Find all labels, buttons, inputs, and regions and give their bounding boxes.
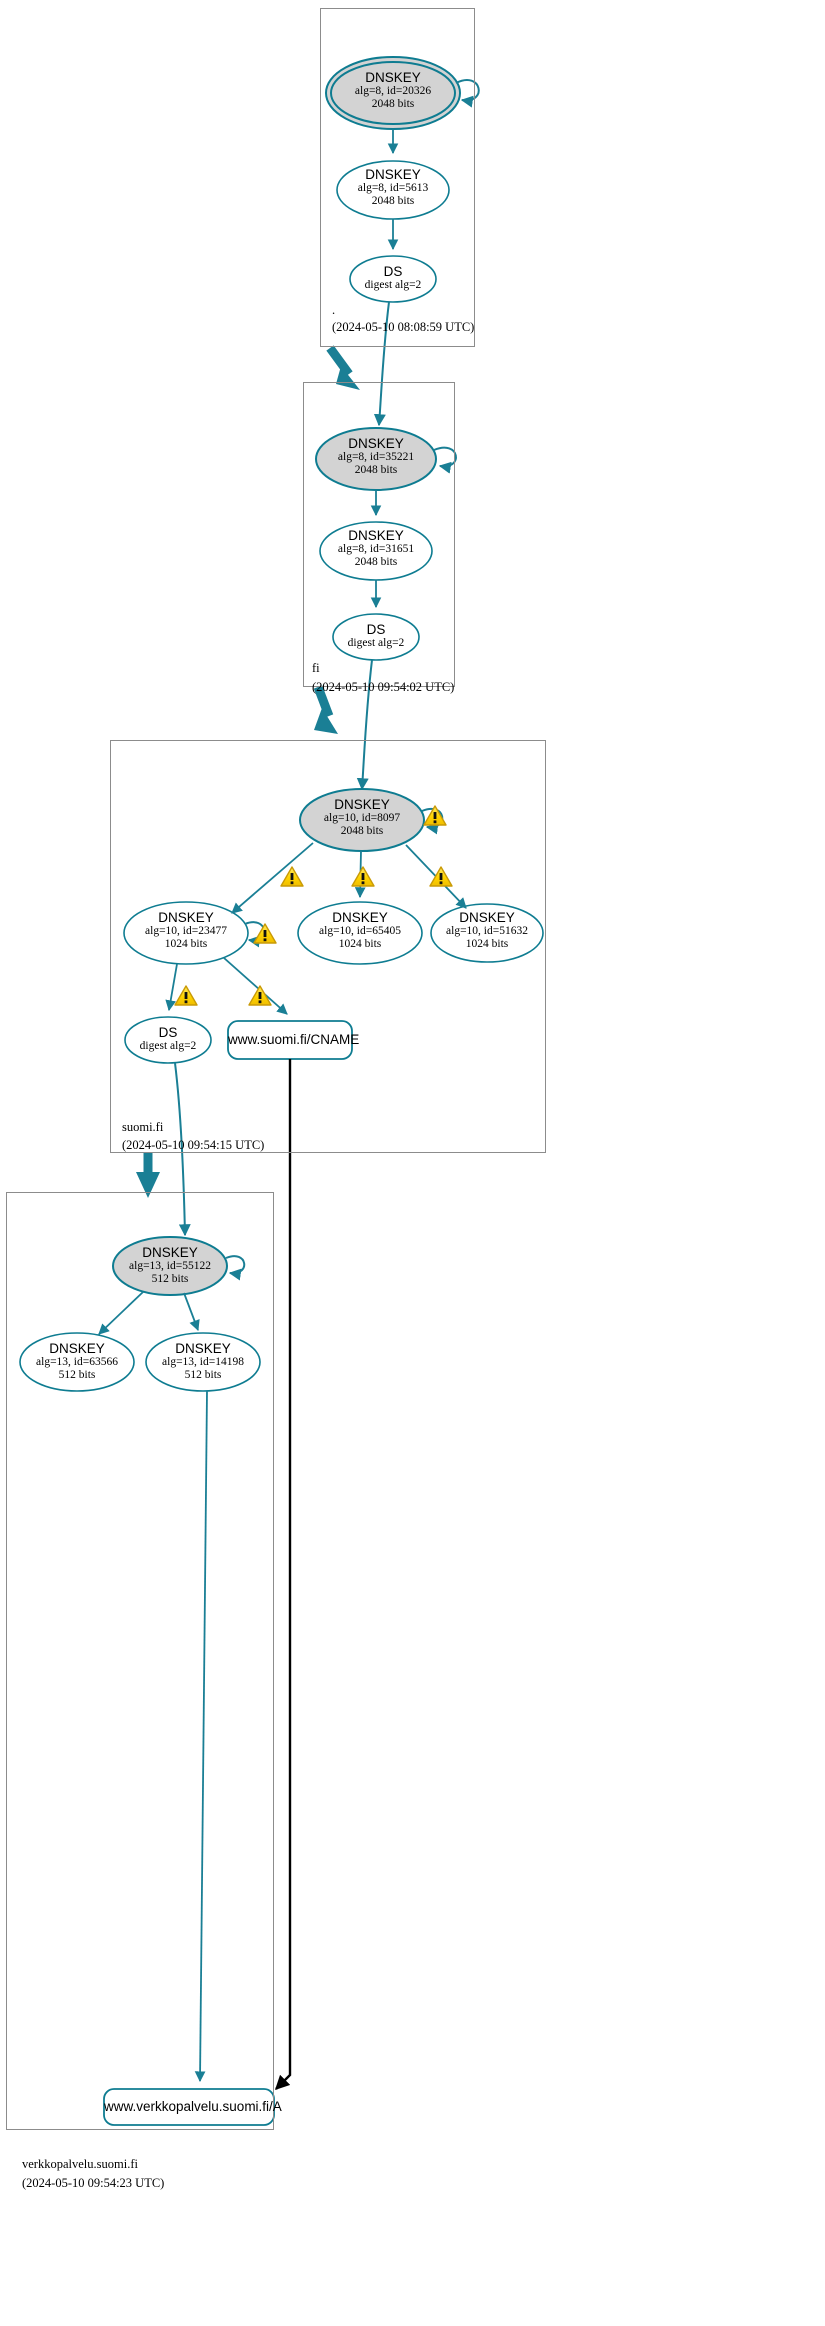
warning-icon [280,866,304,887]
node-fi-ds [332,613,420,661]
zone-box-fi [303,382,455,687]
node-verkko-zsk-14198 [145,1332,261,1392]
node-root-ds [349,255,437,303]
edge-suomi-ksk-self [421,808,444,835]
node-suomi-ksk [299,788,425,852]
zone-box-root [320,8,475,347]
edge-suomi-23477-to-ds [165,963,178,1012]
edge-suomi-23477-to-cname [223,957,288,1015]
node-verkko-a-record [103,2088,275,2126]
edge-suomi-ds-to-verkko-ksk [174,1062,191,1237]
node-suomi-zsk-51632 [430,903,544,963]
zone-label-suomi-fi: suomi.fi [122,1120,164,1134]
zone-label-root: . [332,303,336,317]
edge-suomi-ksk-to-23477 [231,842,314,914]
edge-verkko-ksk-to-63566 [98,1291,144,1335]
edge-verkko-ksk-to-14198 [183,1292,200,1332]
node-suomi-ds [124,1016,212,1064]
warning-icon [351,866,375,887]
edge-verkko-14198-to-a [194,1390,208,2083]
zone-timestamp-verkkopalvelu-suomi-fi: (2024-05-10 09:54:23 UTC) [22,2176,165,2190]
warning-icon [423,805,447,826]
zone-timestamp-fi: (2024-05-10 09:54:02 UTC) [312,680,455,694]
delegation-fi-to-suomi-head [314,708,338,734]
zone-label-verkkopalvelu-suomi-fi: verkkopalvelu.suomi.fi [22,2157,138,2171]
node-verkko-ksk [112,1236,228,1296]
edge-verkko-ksk-self [225,1255,246,1281]
warning-icon [248,985,272,1006]
delegation-suomi-to-verkko-head [136,1172,160,1198]
delegation-root-to-fi [326,345,353,377]
node-suomi-zsk-65405 [297,901,423,965]
delegation-root-to-fi-head [336,366,360,390]
edge-root-ksk-self [455,79,480,108]
edge-fi-ds-to-suomi-ksk [356,659,373,791]
zone-box-suomi-fi [110,740,546,1153]
zone-label-fi: fi [312,661,320,675]
warning-icon [174,985,198,1006]
zone-timestamp-suomi-fi: (2024-05-10 09:54:15 UTC) [122,1138,265,1152]
node-suomi-zsk-23477 [123,901,249,965]
edge-root-ds-to-fi-ksk [373,301,390,427]
zone-box-verkkopalvelu-suomi-fi [6,1192,274,2130]
node-root-ksk-inner [330,61,456,125]
edge-fi-ksk-self [433,446,457,474]
edge-cname-to-a-record [274,1059,292,2091]
delegation-fi-to-suomi [313,685,334,718]
node-verkko-zsk-63566 [19,1332,135,1392]
zone-timestamp-root: (2024-05-10 08:08:59 UTC) [332,320,475,334]
warning-icon [253,923,277,944]
warning-icon [429,866,453,887]
